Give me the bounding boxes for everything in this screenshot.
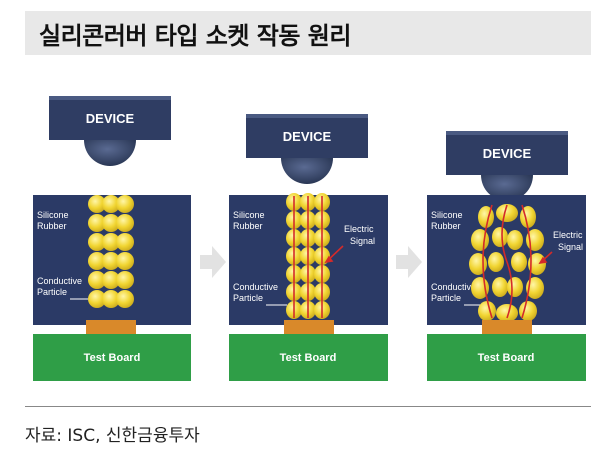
conductive-particle-column [88,195,134,308]
test-board [33,334,191,381]
conductive-particle-column [469,204,546,322]
rubber-label-2: Rubber [233,221,263,231]
device-block [246,114,368,158]
device-bump [481,175,533,201]
contact-pad [284,320,334,334]
contact-pad [482,320,532,334]
title-bar: 실리콘러버 타입 소켓 작동 원리 [25,11,591,55]
contact-pad [86,320,136,334]
device-bump [281,158,333,184]
signal-label-2: Signal [350,236,375,246]
particle-label-1: Conductive [37,276,82,286]
rubber-label-2: Rubber [431,221,461,231]
rubber-label-1: Silicone [37,210,69,220]
panel-compressed: DEVICE Silicone Rubber Conductive Partic… [427,131,586,381]
particle-label-2: Particle [431,293,461,303]
rubber-label-1: Silicone [431,210,463,220]
test-board-label: Test Board [478,352,535,364]
device-label: DEVICE [86,111,135,126]
device-bump [84,140,136,166]
source-note: 자료: ISC, 신한금융투자 [25,426,200,446]
panel-resting: DEVICE Silicone Rubber Conductive Partic… [33,96,191,381]
panel-contact: DEVICE Silicone Rubber Conductive Partic… [229,114,388,381]
particle-label-1: Conductive [431,282,476,292]
signal-label-2: Signal [558,242,583,252]
device-label: DEVICE [283,129,332,144]
particle-label-2: Particle [233,293,263,303]
page-title: 실리콘러버 타입 소켓 작동 원리 [39,22,351,50]
electric-signal-lines [482,204,553,319]
socket-diagram: DEVICE Silicone Rubber Conductive Partic… [33,96,586,381]
signal-label-1: Electric [344,224,374,234]
test-board-label: Test Board [84,352,141,364]
particle-label-2: Particle [37,287,67,297]
divider [25,406,591,407]
device-label: DEVICE [483,146,532,161]
electric-signal-lines [293,196,344,318]
test-board [229,334,388,381]
test-board [427,334,586,381]
rubber-label-2: Rubber [37,221,67,231]
signal-label-1: Electric [553,230,583,240]
test-board-label: Test Board [280,352,337,364]
device-block [446,131,568,175]
stage-arrow-1 [200,246,226,278]
particle-label-1: Conductive [233,282,278,292]
stage-arrow-2 [396,246,422,278]
device-block [49,96,171,140]
rubber-label-1: Silicone [233,210,265,220]
